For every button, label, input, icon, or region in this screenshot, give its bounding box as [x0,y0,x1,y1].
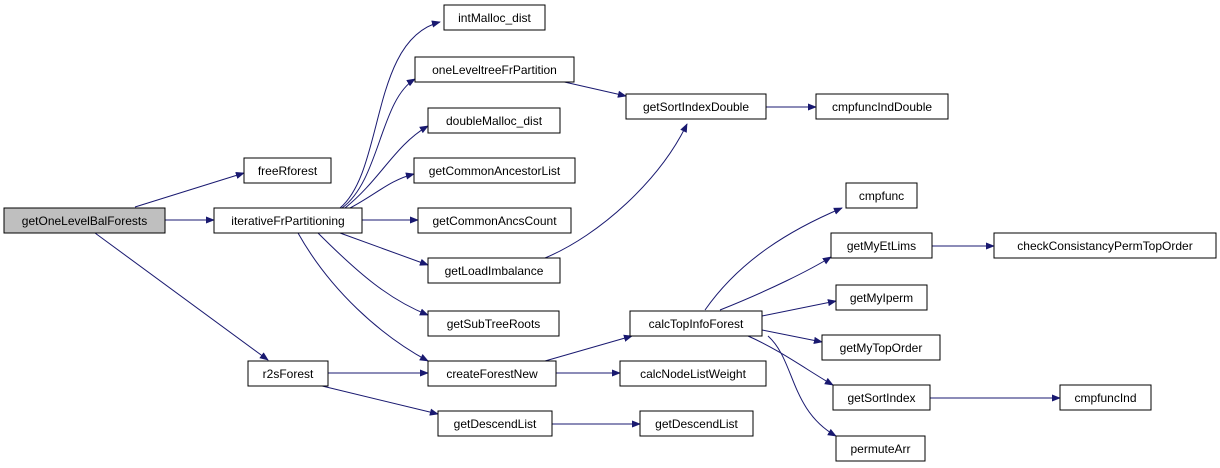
node-permuteArr[interactable]: permuteArr [835,435,926,462]
edge-calcTopInfoForest-getMyTopOrder [761,329,823,344]
edge-calcTopInfoForest-getMyIperm [761,299,837,317]
edge-getOneLevelBalForests-r2sForest [94,232,269,361]
node-label: r2sForest [263,367,314,381]
edge-iterativeFrPartitioning-createForestNew [297,232,429,362]
node-getDescendList-callee[interactable]: getDescendList [639,410,754,437]
node-getDescendList-caller[interactable]: getDescendList [437,410,553,437]
node-label: getMyTopOrder [840,341,923,355]
node-label: permuteArr [850,442,910,456]
node-label: iterativeFrPartitioning [231,214,344,228]
node-label: getSortIndexDouble [643,100,749,114]
node-label: createForestNew [446,367,538,381]
node-cmpfunc[interactable]: cmpfunc [845,182,918,209]
edge-getLoadImbalance-getSortIndexDouble [544,123,688,259]
node-intMalloc_dist[interactable]: intMalloc_dist [443,4,546,31]
edge-getOneLevelBalForests-freeRforest [134,171,245,208]
node-label: checkConsistancyPermTopOrder [1017,239,1192,253]
node-getLoadImbalance[interactable]: getLoadImbalance [427,257,561,284]
edge-calcTopInfoForest-getSortIndex [747,335,834,386]
edge-calcTopInfoForest-permuteArr [767,335,837,437]
node-label: calcTopInfoForest [649,317,744,331]
edge-iterativeFrPartitioning-getLoadImbalance [339,232,429,266]
node-label: getCommonAncsCount [432,214,557,228]
edge-oneLeveltreeFrPartition-getSortIndexDouble [559,80,627,98]
node-doubleMalloc_dist[interactable]: doubleMalloc_dist [427,107,561,134]
node-label: getSortIndex [847,391,915,405]
node-label: cmpfunc [859,189,904,203]
node-label: oneLeveltreeFrPartition [432,63,557,77]
node-label: intMalloc_dist [458,11,531,25]
node-label: getDescendList [454,417,537,431]
edge-createForestNew-calcTopInfoForest [544,334,633,362]
node-cmpfuncInd[interactable]: cmpfuncInd [1059,384,1152,411]
edge-iterativeFrPartitioning-oneLeveltreeFrPartition [341,78,416,209]
nodes: getOneLevelBalForests freeRforest iterat… [3,4,1217,462]
edge-iterativeFrPartitioning-getSubTreeRoots [317,232,429,316]
node-label: getMyEtLims [847,239,916,253]
node-getMyTopOrder[interactable]: getMyTopOrder [821,334,941,361]
node-getMyEtLims[interactable]: getMyEtLims [830,232,933,259]
edge-r2sForest-getDescendList [317,384,439,416]
node-label: cmpfuncIndDouble [832,100,932,114]
node-getCommonAncsCount[interactable]: getCommonAncsCount [417,207,572,234]
node-label: getLoadImbalance [445,264,544,278]
node-calcTopInfoForest[interactable]: calcTopInfoForest [629,310,763,337]
edges [94,20,1061,437]
node-oneLeveltreeFrPartition[interactable]: oneLeveltreeFrPartition [414,56,575,83]
node-r2sForest[interactable]: r2sForest [247,360,329,387]
node-iterativeFrPartitioning[interactable]: iterativeFrPartitioning [213,207,363,234]
edge-calcTopInfoForest-cmpfunc [704,207,843,311]
node-createForestNew[interactable]: createForestNew [427,360,557,387]
node-calcNodeListWeight[interactable]: calcNodeListWeight [619,360,767,387]
node-cmpfuncIndDouble[interactable]: cmpfuncIndDouble [815,93,949,120]
node-getSubTreeRoots[interactable]: getSubTreeRoots [427,310,560,337]
node-getSortIndexDouble[interactable]: getSortIndexDouble [625,93,767,120]
node-label: cmpfuncInd [1074,391,1136,405]
node-getMyIperm[interactable]: getMyIperm [835,284,928,311]
node-checkConsistancyPermTopOrder[interactable]: checkConsistancyPermTopOrder [993,232,1217,259]
node-label: doubleMalloc_dist [446,114,543,128]
edge-calcTopInfoForest-getMyEtLims [719,256,832,311]
node-label: getDescendList [655,417,738,431]
node-label: getCommonAncestorList [429,164,561,178]
node-label: getMyIperm [850,291,913,305]
node-label: getSubTreeRoots [447,317,541,331]
node-freeRforest[interactable]: freeRforest [243,157,332,184]
node-label: calcNodeListWeight [640,367,746,381]
edge-iterativeFrPartitioning-intMalloc_dist [339,20,441,209]
edge-iterativeFrPartitioning-doubleMalloc_dist [344,125,429,209]
node-getOneLevelBalForests[interactable]: getOneLevelBalForests [3,207,166,234]
node-getCommonAncestorList[interactable]: getCommonAncestorList [413,157,576,184]
node-getSortIndex[interactable]: getSortIndex [832,384,931,411]
node-label: freeRforest [258,164,318,178]
node-label: getOneLevelBalForests [22,214,147,228]
edge-iterativeFrPartitioning-getCommonAncestorList [349,172,415,209]
